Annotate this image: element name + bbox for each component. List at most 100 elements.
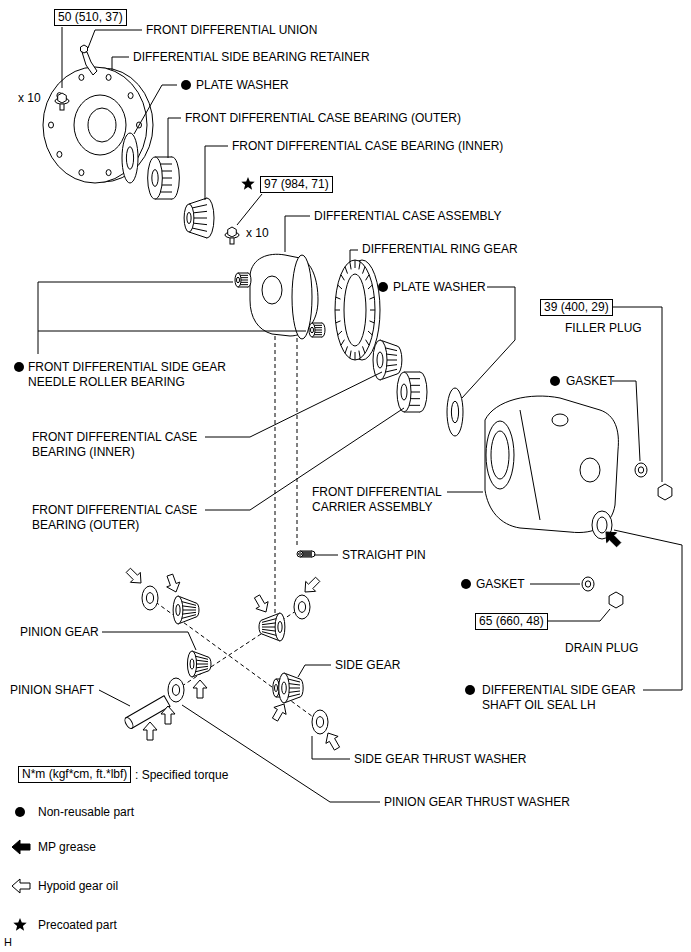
- leader-line: [182, 705, 380, 802]
- torque-box: 39 (400, 29): [540, 299, 613, 316]
- gear-oil-arrow: [193, 680, 207, 698]
- leader-line: [447, 492, 483, 493]
- non-reusable-mark: [15, 807, 25, 817]
- outer-bearing: [152, 170, 158, 187]
- legend-text: MP grease: [38, 840, 96, 855]
- mp-grease-arrow: [12, 840, 30, 854]
- ring-gear: [344, 274, 366, 346]
- plate-washer: [451, 401, 458, 423]
- torque-value: 97 (984, 71): [264, 177, 329, 191]
- leader-line: [102, 632, 196, 650]
- leader-line: [134, 85, 177, 134]
- gear-tooth: [368, 285, 372, 289]
- part-label: PINION SHAFT: [10, 683, 94, 698]
- gear-tooth: [355, 352, 356, 360]
- non-reusable-mark: [461, 579, 471, 589]
- thrust-washer: [298, 602, 305, 613]
- plate-washer: [447, 388, 463, 436]
- gear-oil-arrow: [305, 577, 320, 592]
- part-label: FRONT DIFFERENTIAL CASE BEARING (OUTER): [32, 503, 222, 533]
- ring-gear-bolt: [228, 227, 237, 237]
- torque-box: 50 (510, 37): [54, 9, 127, 26]
- gear-oil-arrow: [143, 722, 157, 740]
- gear-tooth: [341, 275, 345, 281]
- part-label: DIFFERENTIAL RING GEAR: [362, 242, 518, 257]
- precoated-star: [13, 918, 26, 931]
- legend-text: Precoated part: [38, 918, 117, 933]
- leader-line: [312, 736, 350, 759]
- bearing-retainer: [43, 67, 147, 183]
- gear-tooth: [370, 321, 375, 323]
- legend-text: Hypoid gear oil: [38, 879, 118, 894]
- leader-line: [62, 27, 63, 88]
- part-label: PINION GEAR THRUST WASHER: [384, 795, 570, 810]
- outer-bearing: [155, 199, 172, 200]
- torque-value: 39 (400, 29): [544, 300, 609, 314]
- non-reusable-mark: [550, 376, 560, 386]
- torque-box: 97 (984, 71): [260, 176, 333, 193]
- leader-line: [547, 609, 610, 621]
- differential-union: [82, 52, 97, 75]
- straight-pin: [299, 553, 302, 555]
- bolt-hole: [57, 151, 62, 157]
- gear-tooth: [350, 262, 351, 270]
- leader-line: [462, 287, 515, 398]
- bolt-hole: [106, 170, 111, 176]
- pinion-gear: [176, 604, 180, 615]
- needle-bearing: [237, 277, 240, 283]
- gear-tooth: [366, 340, 370, 346]
- non-reusable-mark: [465, 685, 475, 695]
- pinion-gear: [187, 651, 196, 677]
- gasket: [582, 577, 594, 591]
- legend-text: Non-reusable part: [38, 805, 134, 820]
- leader-line: [314, 555, 338, 556]
- gear-tooth: [359, 351, 360, 359]
- outer-bearing: [155, 157, 172, 158]
- carrier-boss: [580, 458, 600, 482]
- torque-value: N*m (kgf*cm, ft.*lbf): [22, 767, 127, 781]
- differential-union: [81, 45, 88, 53]
- leader-line: [285, 216, 310, 252]
- thrust-washer: [294, 595, 310, 619]
- inner-bearing: [187, 212, 191, 223]
- gasket: [585, 581, 590, 587]
- gear-tooth: [335, 310, 340, 311]
- needle-bearing: [235, 273, 241, 287]
- non-reusable-mark: [378, 282, 388, 292]
- side-gear: [282, 682, 287, 694]
- gear-tooth: [345, 346, 348, 353]
- part-label: FILLER PLUG: [565, 321, 642, 336]
- pinion-gear: [190, 659, 194, 669]
- legend-torque-box: N*m (kgf*cm, ft.*lbf): [18, 766, 131, 783]
- gasket: [635, 463, 647, 477]
- bolt-hole: [49, 122, 54, 128]
- part-label: SIDE GEAR: [335, 658, 400, 673]
- straight-pin: [297, 551, 303, 557]
- gear-tooth: [336, 321, 341, 323]
- leader-line: [237, 194, 262, 225]
- part-label: GASKET: [476, 577, 525, 592]
- gear-tooth: [355, 260, 356, 268]
- needle-bearing: [309, 323, 315, 337]
- part-label: PINION GEAR: [20, 625, 99, 640]
- drain-plug: [609, 592, 623, 608]
- outer-bearing: [148, 157, 163, 199]
- gear-tooth: [363, 346, 366, 353]
- carrier-housing: [486, 421, 514, 489]
- leader-line: [112, 57, 129, 70]
- side-gear: [275, 613, 285, 641]
- gear-oil-arrow: [326, 733, 340, 750]
- gear-tooth: [359, 262, 360, 270]
- leader-line: [38, 331, 306, 332]
- needle-bearing: [311, 327, 314, 333]
- part-label: DRAIN PLUG: [565, 641, 638, 656]
- pinion-gear: [173, 596, 183, 624]
- outer-bearing: [404, 412, 420, 413]
- part-label: DIFFERENTIAL SIDE GEAR SHAFT OIL SEAL LH: [482, 683, 647, 713]
- outer-bearing: [404, 372, 420, 373]
- thrust-washer: [142, 586, 158, 610]
- leader-line: [38, 282, 233, 354]
- gear-tooth: [341, 340, 345, 346]
- bolt-hole: [79, 74, 84, 80]
- part-label: STRAIGHT PIN: [342, 548, 426, 563]
